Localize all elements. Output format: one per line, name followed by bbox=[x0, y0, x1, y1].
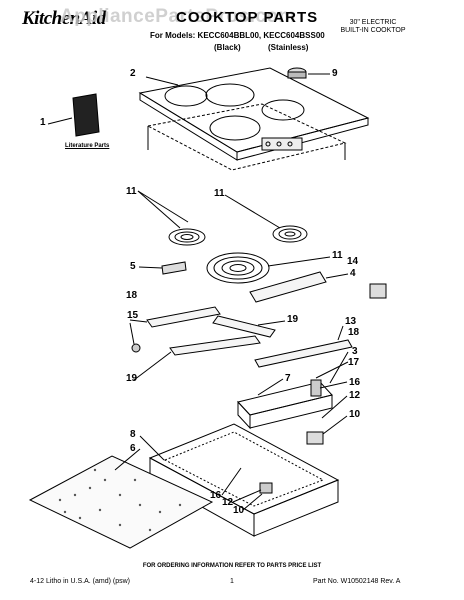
callout-19b: 19 bbox=[126, 373, 138, 384]
callout-11c: 11 bbox=[332, 250, 343, 261]
cooktop-note: 30" ELECTRIC BUILT-IN COOKTOP bbox=[340, 19, 406, 34]
callout-5: 5 bbox=[130, 261, 136, 272]
watermark: AppliancePartsPros.com bbox=[60, 6, 296, 27]
callout-16a: 16 bbox=[349, 377, 361, 388]
callout-16b: 16 bbox=[210, 490, 222, 501]
callout-7: 7 bbox=[285, 373, 291, 384]
callout-17: 17 bbox=[348, 357, 360, 368]
callout-14: 14 bbox=[347, 256, 359, 267]
variant-black: (Black) bbox=[214, 43, 241, 52]
literature-label: Literature Parts bbox=[65, 143, 110, 149]
callout-10a: 10 bbox=[349, 409, 361, 420]
callout-12a: 12 bbox=[349, 390, 361, 401]
callout-12b: 12 bbox=[222, 497, 234, 508]
callout-6: 6 bbox=[130, 443, 136, 454]
callout-18b: 18 bbox=[348, 327, 360, 338]
models-line: For Models: KECC604BBL00, KECC604BSS00 bbox=[150, 31, 325, 40]
callout-11b: 11 bbox=[214, 188, 225, 199]
callout-13: 13 bbox=[345, 316, 357, 327]
callout-1: 1 bbox=[40, 117, 46, 128]
page-number: 1 bbox=[230, 578, 234, 585]
callout-8: 8 bbox=[130, 429, 136, 440]
callout-11a: 11 bbox=[126, 186, 137, 197]
callout-15: 15 bbox=[127, 310, 139, 321]
page-title: COOKTOP PARTS bbox=[176, 9, 319, 26]
callout-4: 4 bbox=[350, 268, 356, 279]
callout-19a: 19 bbox=[287, 314, 299, 325]
callout-18a: 18 bbox=[126, 290, 138, 301]
callout-2: 2 bbox=[130, 68, 136, 79]
ordering-note: FOR ORDERING INFORMATION REFER TO PARTS … bbox=[142, 563, 322, 569]
part-number: Part No. W10502148 Rev. A bbox=[313, 578, 401, 585]
brand-logo: KitchenAid bbox=[22, 8, 106, 29]
variant-stainless: (Stainless) bbox=[268, 43, 309, 52]
callout-9: 9 bbox=[332, 68, 338, 79]
print-info: 4-12 Litho in U.S.A. (amd) (psw) bbox=[30, 578, 130, 585]
callout-3: 3 bbox=[352, 346, 358, 357]
callout-10b: 10 bbox=[233, 505, 245, 516]
